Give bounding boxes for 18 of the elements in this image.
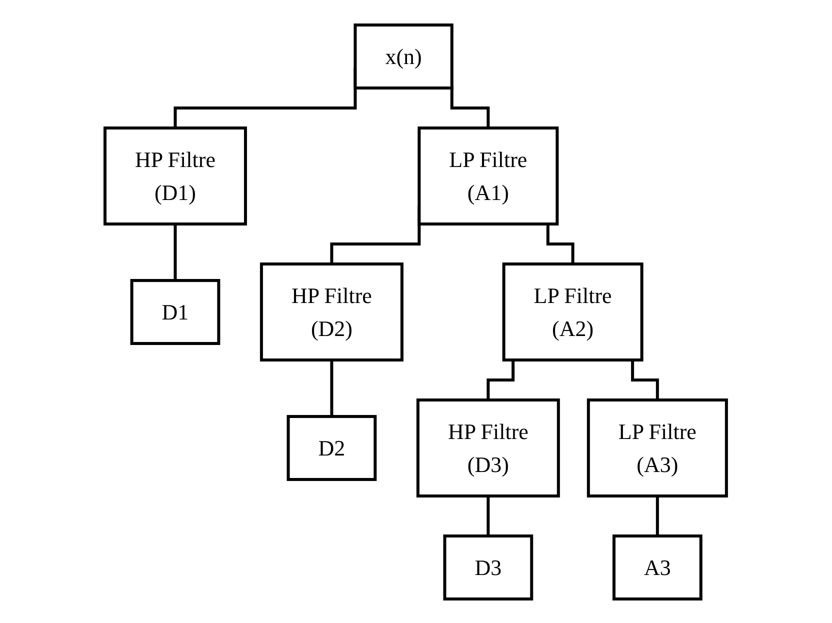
node-box: LP Filtre (A2)	[502, 262, 644, 361]
connector	[486, 495, 490, 537]
node-box: x(n)	[354, 23, 454, 89]
node-box: HP Filtre (D3)	[416, 398, 560, 497]
node-box: HP Filtre (D1)	[104, 126, 248, 225]
connector	[546, 224, 575, 265]
node-box: LP Filtre (A1)	[418, 126, 559, 225]
node-box: D3	[444, 534, 534, 600]
connector	[631, 360, 660, 401]
connector	[486, 360, 515, 401]
node-box: A3	[612, 534, 703, 600]
connector	[330, 360, 334, 418]
connector	[174, 224, 177, 282]
connector	[656, 495, 660, 537]
node-box: HP Filtre (D2)	[260, 262, 404, 361]
node-box: D1	[130, 278, 220, 344]
node-box: D2	[287, 414, 377, 480]
node-box: LP Filtre (A3)	[587, 398, 728, 497]
